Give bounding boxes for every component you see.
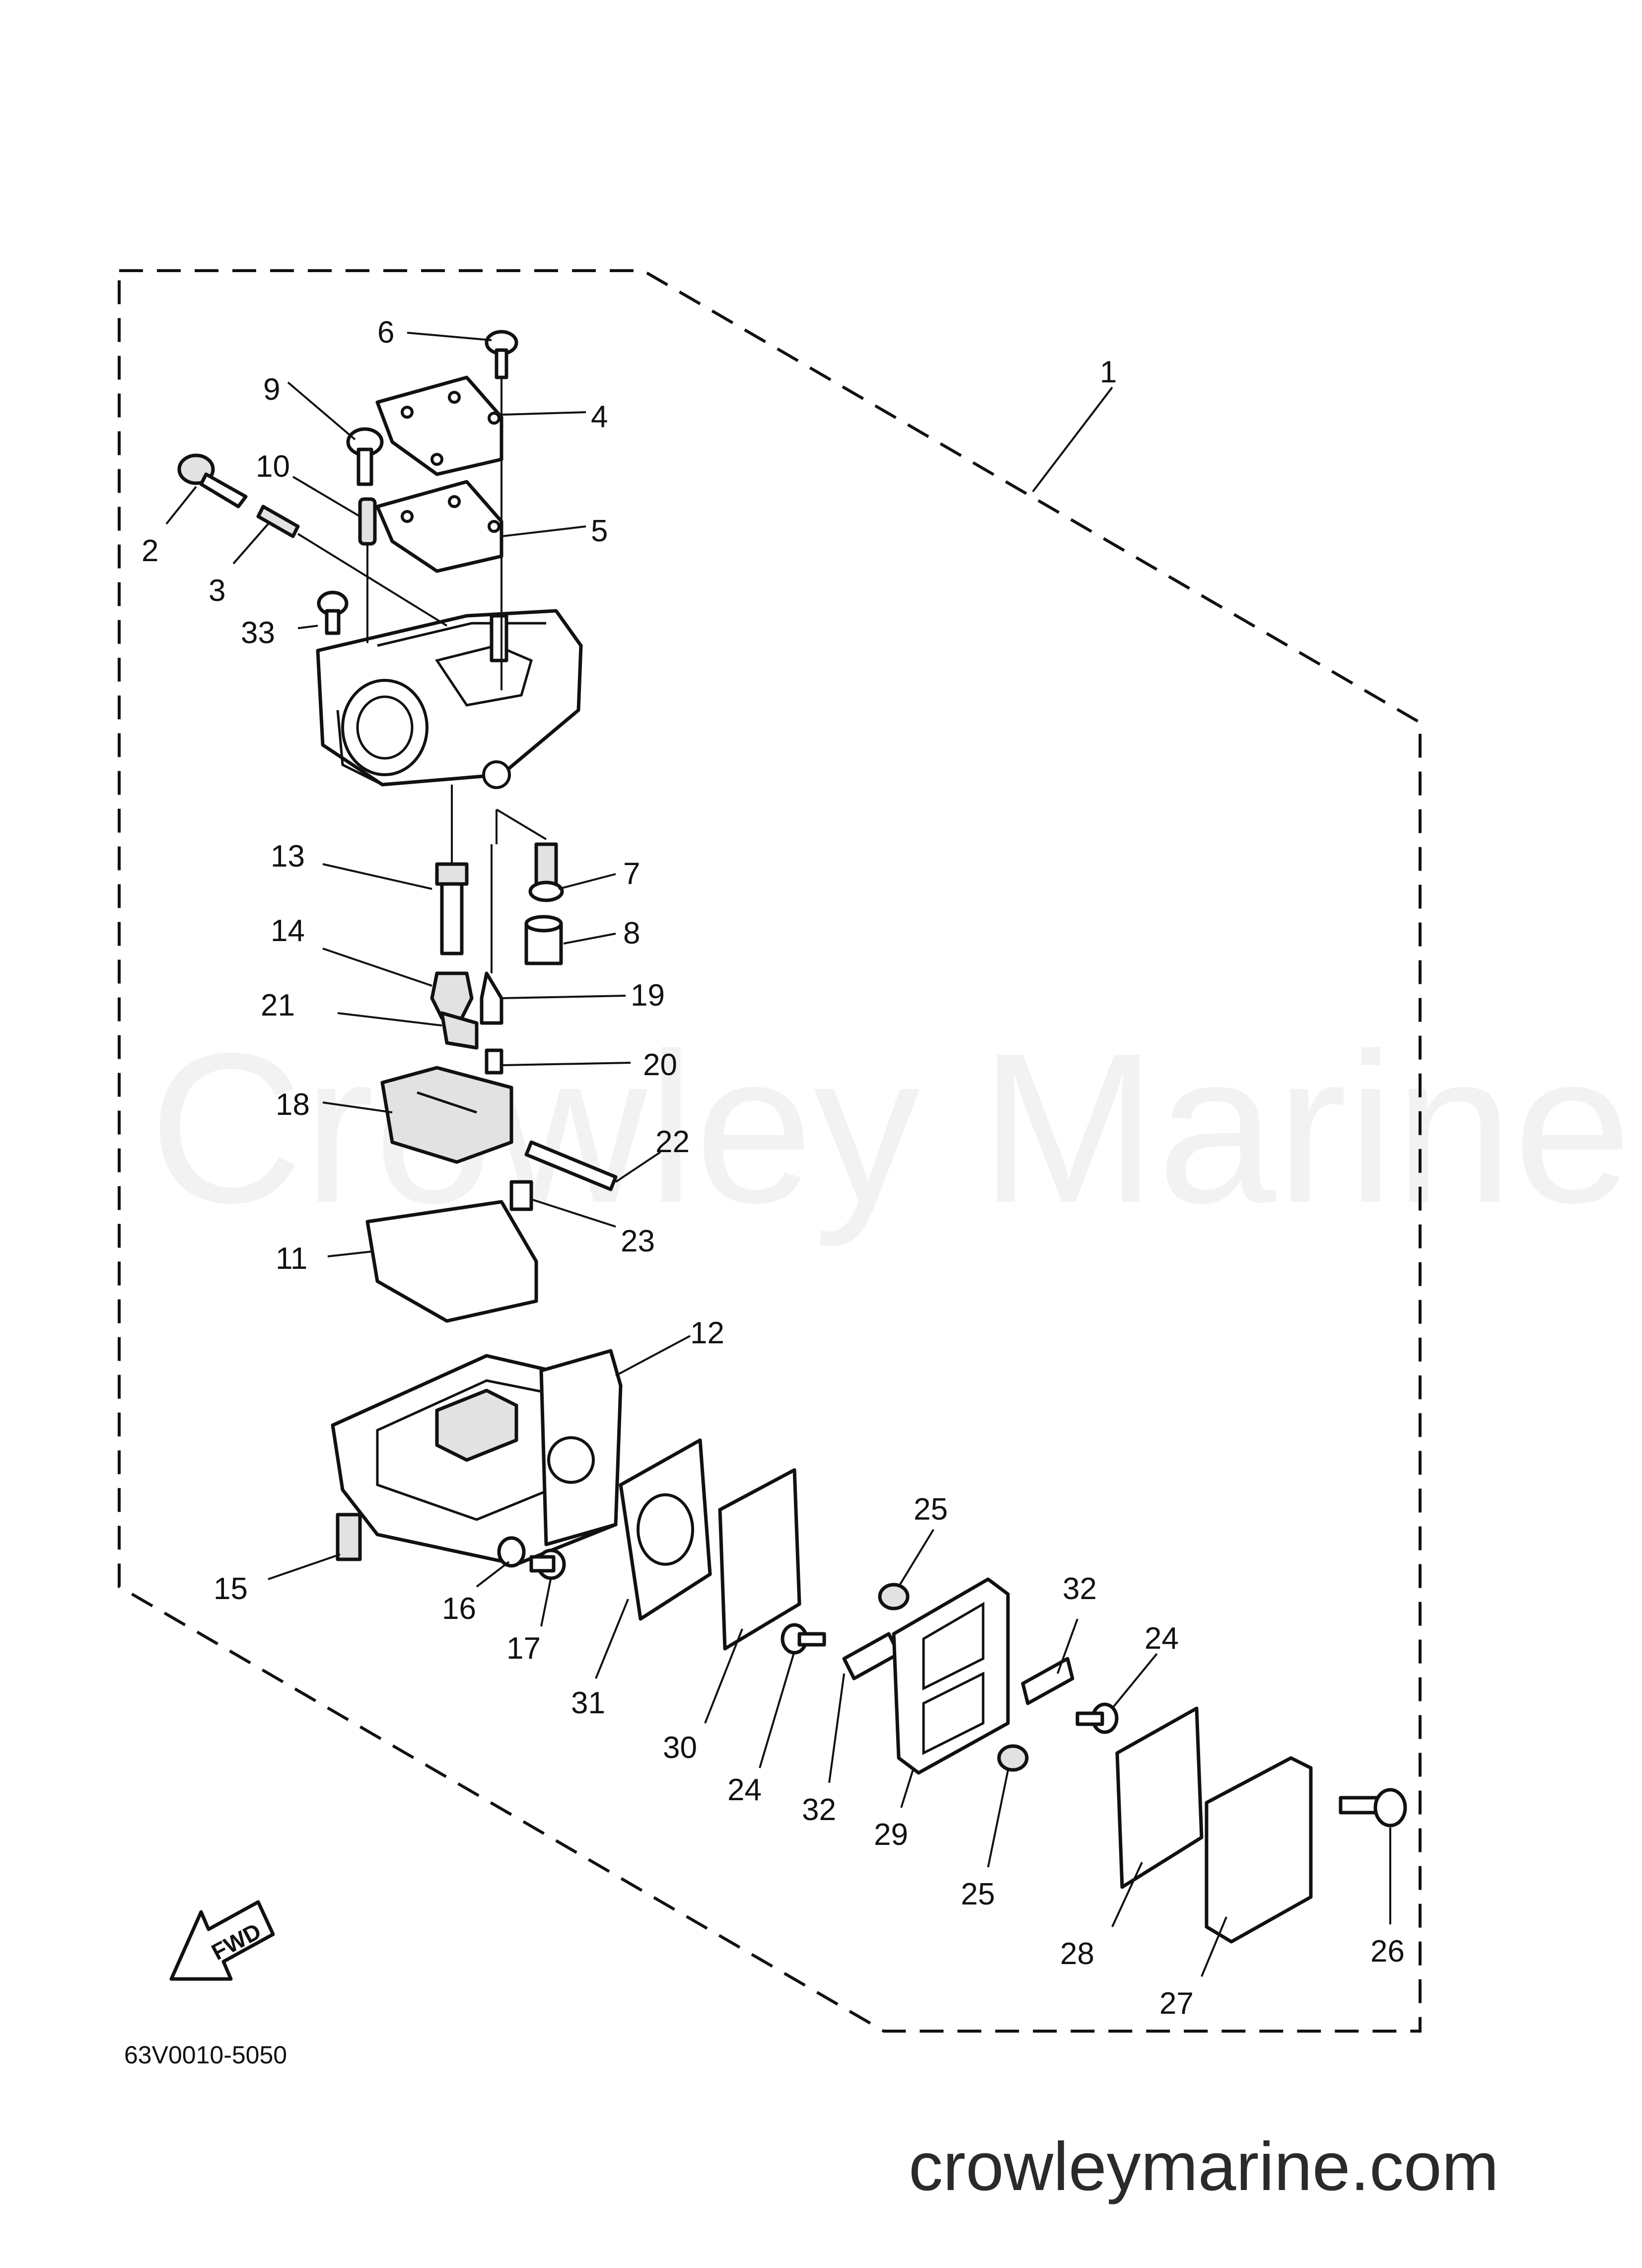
label-12: 12 (690, 1316, 724, 1350)
gasket-30 (718, 1468, 801, 1651)
gasket-31 (619, 1438, 712, 1621)
label-24-left: 24 (727, 1773, 762, 1807)
label-14: 14 (271, 914, 305, 948)
label-27: 27 (1159, 1986, 1194, 2021)
label-29: 29 (874, 1818, 908, 1852)
label-3: 3 (209, 574, 225, 608)
pin-22 (524, 1140, 618, 1191)
fwd-arrow-icon: FWD (169, 1900, 275, 1981)
label-23: 23 (621, 1224, 655, 1258)
clip-21 (440, 1011, 479, 1050)
screw-9 (346, 427, 384, 486)
float-18 (380, 1066, 513, 1164)
label-2: 2 (142, 534, 158, 568)
watermark: Crowley Marine (149, 1009, 1632, 1248)
gasket-5 (375, 480, 503, 573)
label-28: 28 (1060, 1937, 1094, 1971)
diaphragm-32b (1021, 1657, 1074, 1705)
gasket-11 (365, 1200, 538, 1323)
label-15: 15 (214, 1572, 248, 1606)
spring-10 (358, 497, 377, 546)
cover-4 (375, 375, 503, 476)
label-17: 17 (506, 1631, 541, 1666)
main-nozzle-13 (435, 862, 469, 955)
label-32-left: 32 (802, 1793, 836, 1827)
needle-valve-19 (480, 971, 503, 1025)
screw-24a (781, 1623, 826, 1655)
label-8: 8 (623, 916, 640, 951)
label-9: 9 (263, 372, 280, 407)
screw-26 (1339, 1788, 1407, 1828)
label-5: 5 (591, 514, 608, 548)
label-25-bottom: 25 (961, 1877, 995, 1911)
screw-24b (1075, 1702, 1119, 1734)
label-6: 6 (377, 315, 394, 350)
float-bowl-12 (331, 1349, 623, 1566)
washer-16 (497, 1536, 526, 1568)
website-url: crowleymarine.com (909, 2128, 1499, 2205)
label-11: 11 (276, 1242, 307, 1276)
label-24-right: 24 (1144, 1621, 1179, 1656)
diaphragm-32a (842, 1632, 901, 1681)
label-7: 7 (623, 857, 640, 891)
nut-25b (997, 1744, 1029, 1772)
label-18: 18 (276, 1088, 310, 1122)
screw-20 (485, 1048, 503, 1075)
screw-6 (485, 330, 518, 379)
gasket-28 (1115, 1706, 1204, 1889)
diagram-code: 63V0010-5050 (124, 2041, 287, 2069)
label-31: 31 (571, 1686, 605, 1720)
label-20: 20 (643, 1048, 677, 1082)
label-26: 26 (1370, 1934, 1405, 1969)
part-labels: 1 2 3 4 5 6 7 8 9 10 11 12 13 14 15 16 1… (142, 315, 1405, 2021)
drain-screw-15 (336, 1513, 362, 1561)
label-22: 22 (655, 1125, 690, 1159)
screw-23 (509, 1180, 533, 1211)
label-19: 19 (631, 978, 665, 1013)
assembly-boundary (118, 269, 1422, 2033)
label-30: 30 (663, 1731, 697, 1765)
label-32-right: 32 (1063, 1572, 1097, 1606)
cover-27 (1205, 1756, 1313, 1944)
label-33: 33 (241, 616, 275, 650)
label-21: 21 (261, 988, 295, 1023)
pump-body-29 (892, 1577, 1010, 1775)
label-16: 16 (442, 1592, 476, 1626)
label-4: 4 (591, 400, 608, 434)
main-jet-14 (430, 971, 474, 1020)
plug-8 (524, 915, 563, 965)
label-10: 10 (256, 449, 290, 484)
label-1: 1 (1100, 355, 1117, 389)
label-25-top: 25 (914, 1492, 948, 1527)
spring-3 (256, 505, 300, 538)
carburetor-body (316, 609, 583, 789)
label-13: 13 (271, 839, 305, 874)
pilot-screw-2 (177, 453, 248, 509)
screw-7 (528, 842, 564, 902)
nut-25a (878, 1583, 910, 1610)
leader-lines (165, 332, 1391, 1977)
screw-33 (317, 590, 349, 635)
